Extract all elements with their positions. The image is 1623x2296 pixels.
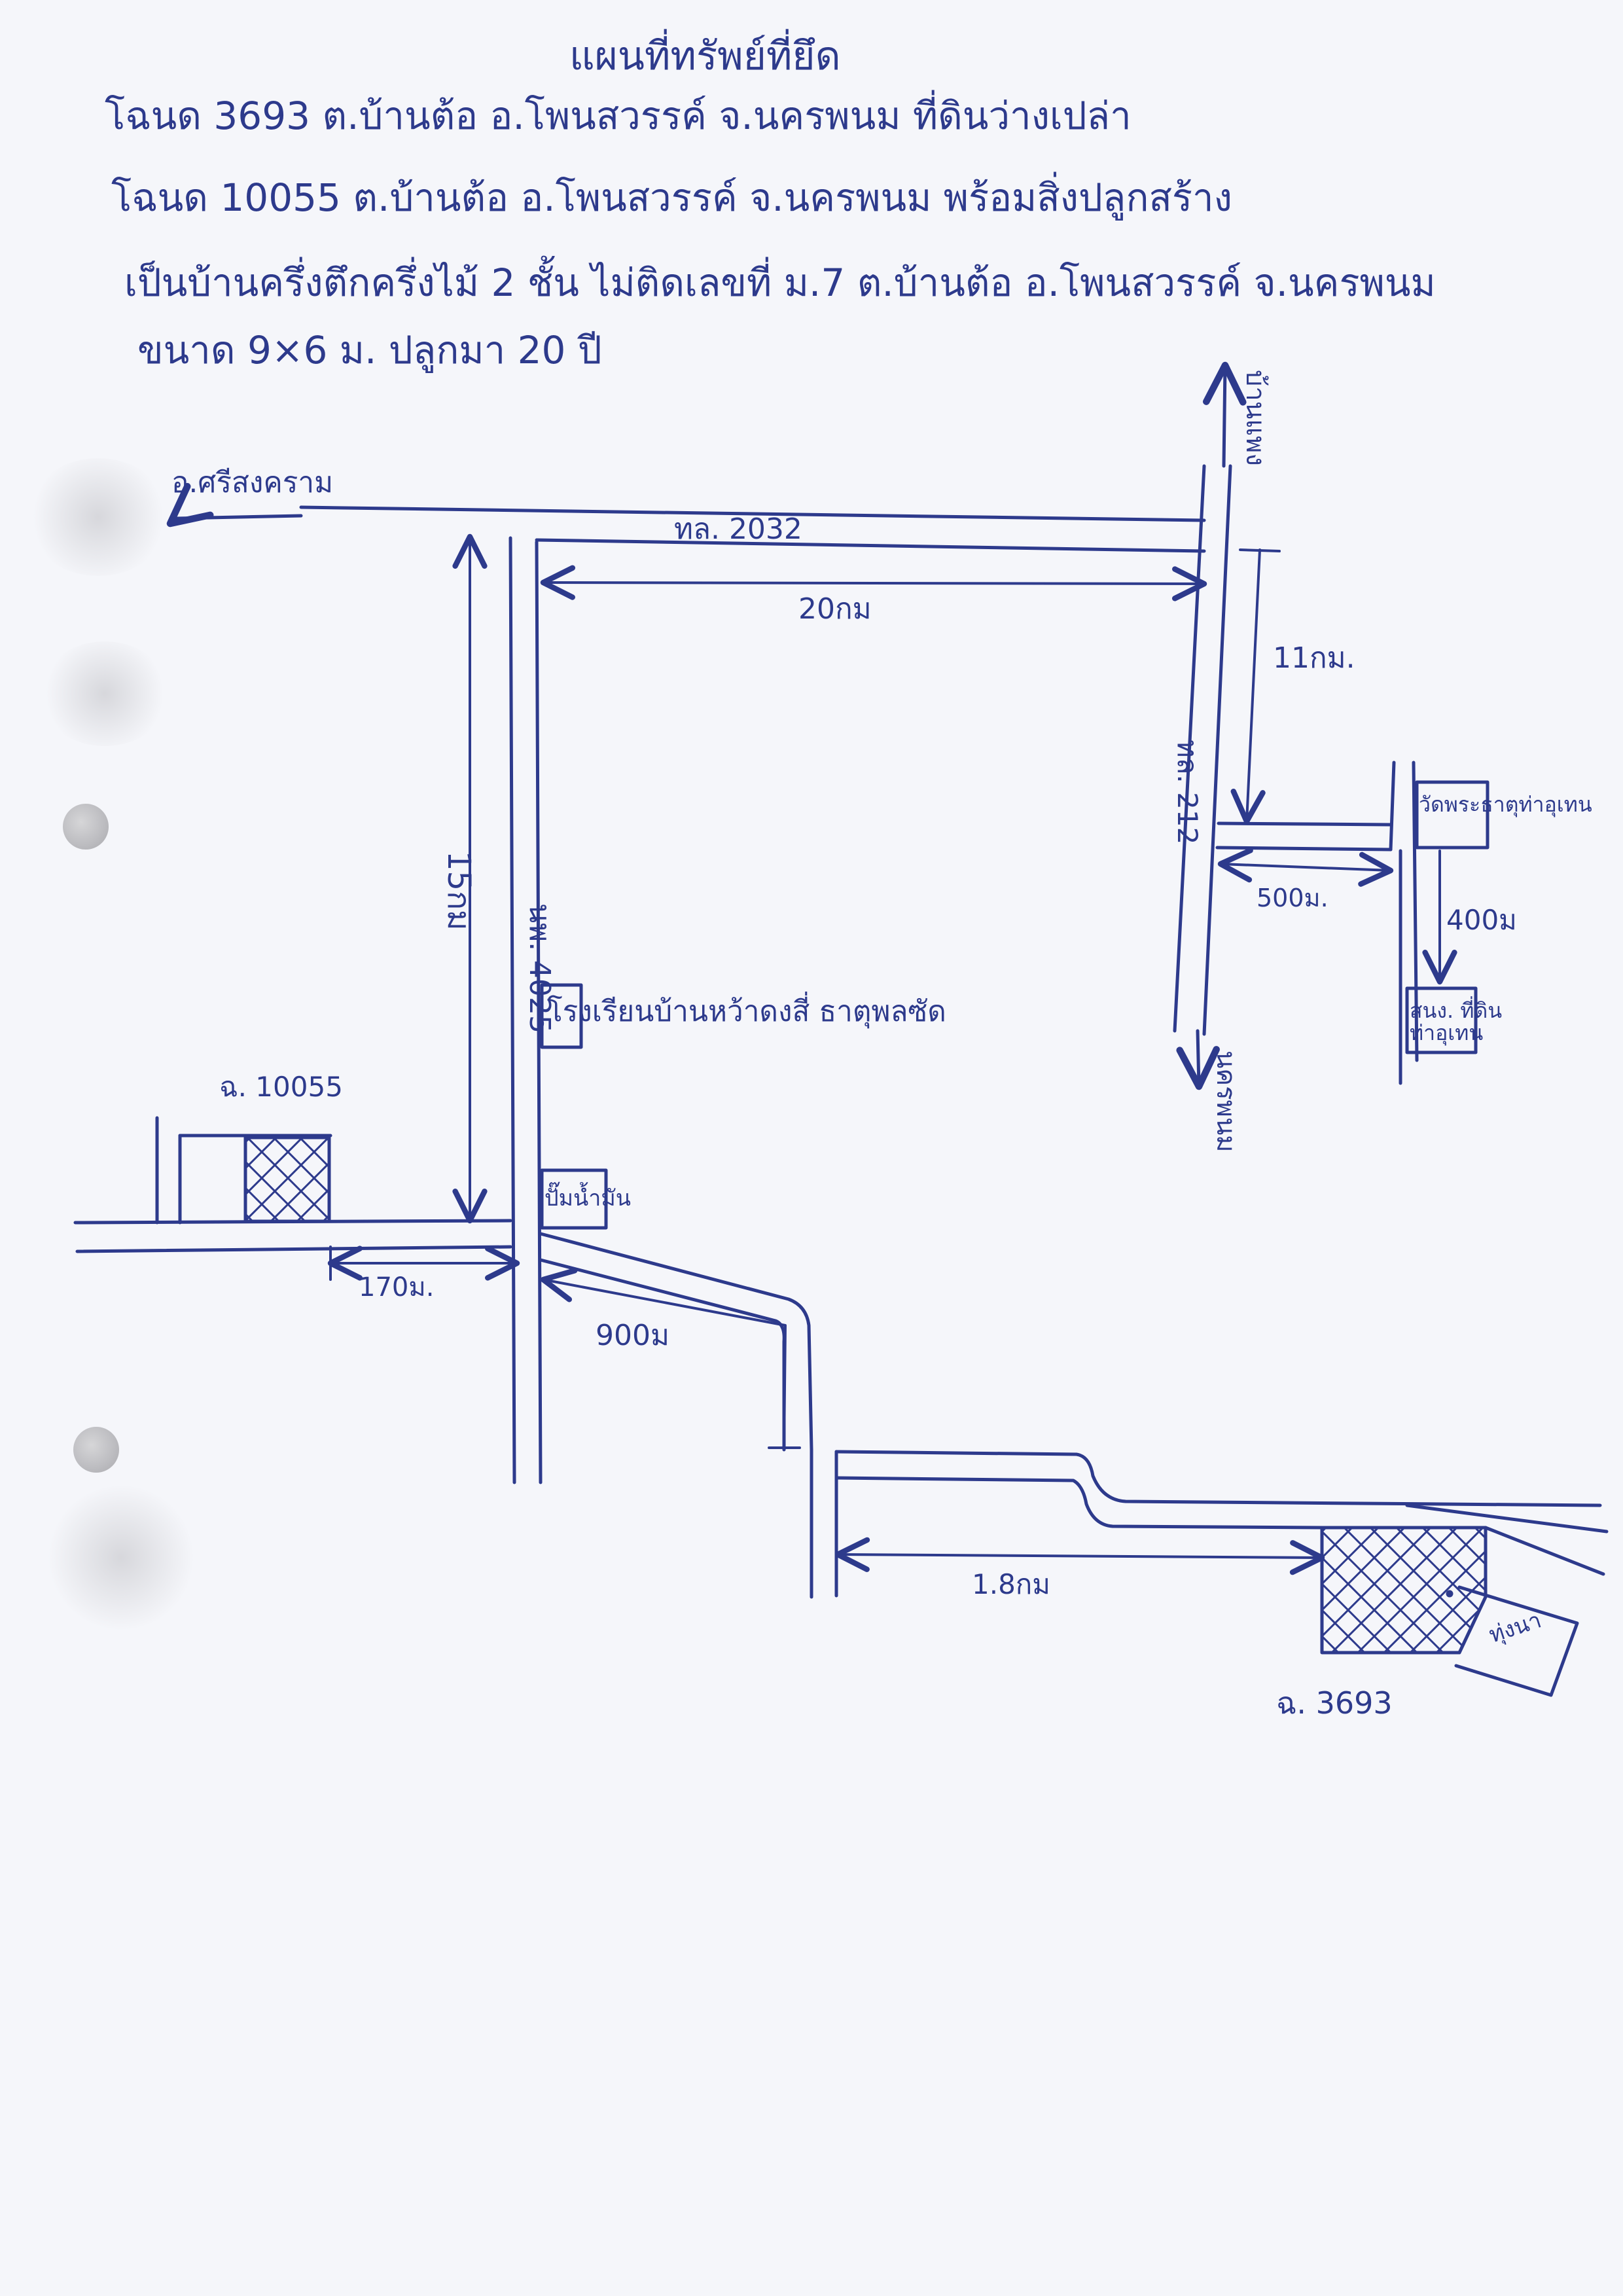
route-4025-road (508, 536, 543, 1484)
label-field: ทุ่งนา (1486, 1607, 1544, 1648)
label-dist-500m: 500ม. (1257, 884, 1329, 912)
label-dist-900m: 900ม (596, 1319, 669, 1352)
label-dist-170m: 170ม. (359, 1272, 434, 1302)
paper-smudge (46, 1486, 196, 1630)
label-chanot-3693: ฉ. 3693 (1276, 1685, 1393, 1721)
label-school: โรงเรียนบ้านหว้าดงสี่ ธาตุพลซัด (547, 991, 946, 1029)
label-dist-11km: 11กม. (1273, 641, 1355, 675)
header-line-2: โฉนด 10055 ต.บ้านต้อ อ.โพนสวรรค์ จ.นครพน… (111, 175, 1232, 220)
label-to-south: นครพนม (1211, 1050, 1241, 1153)
school-box (540, 983, 583, 1049)
label-to-north: บ้านแพง (1240, 370, 1270, 466)
page-title: แผนที่ทรัพย์ที่ยึด (569, 33, 841, 79)
label-land-office: สนง. ที่ดินท่าอุเทน (1410, 996, 1502, 1046)
side-road-east (539, 1232, 1609, 1599)
temple-box (1415, 780, 1489, 850)
dimension-lines (327, 533, 1457, 1575)
label-dist-15km: 15กม (440, 851, 477, 931)
label-route-212: ทล. 212 (1171, 740, 1204, 844)
plot-3693 (1320, 1526, 1579, 1697)
route-2032-road (166, 482, 1206, 553)
label-route-2032: ทล. 2032 (674, 512, 802, 546)
header-line-1: โฉนด 3693 ต.บ้านต้อ อ.โพนสวรรค์ จ.นครพนม… (105, 94, 1132, 138)
punch-hole (63, 804, 109, 850)
land-office-box (1405, 986, 1478, 1054)
label-gas-station: ปั๊มน้ำมัน (544, 1181, 631, 1211)
label-dist-1-8km: 1.8กม (972, 1568, 1050, 1600)
label-dist-20km: 20กม (798, 592, 872, 626)
label-si-songkhram: อ.ศรีสงคราม (171, 466, 333, 499)
label-chanot-10055: ฉ. 10055 (219, 1071, 343, 1103)
plot-10055 (178, 1134, 332, 1223)
paper-smudge (26, 458, 170, 576)
punch-hole (73, 1427, 119, 1473)
label-dist-400m: 400ม (1446, 904, 1517, 936)
paper-smudge (39, 641, 170, 746)
gas-station-box (540, 1168, 608, 1230)
label-temple: วัดพระธาตุท่าอุเทน (1419, 792, 1592, 817)
label-route-4025: นพ. 4025 (523, 903, 556, 1033)
header-line-3: เป็นบ้านครึ่งตึกครึ่งไม้ 2 ชั้น ไม่ติดเล… (124, 260, 1436, 305)
header-line-4: ขนาด 9×6 ม. ปลูกมา 20 ปี (137, 328, 602, 372)
